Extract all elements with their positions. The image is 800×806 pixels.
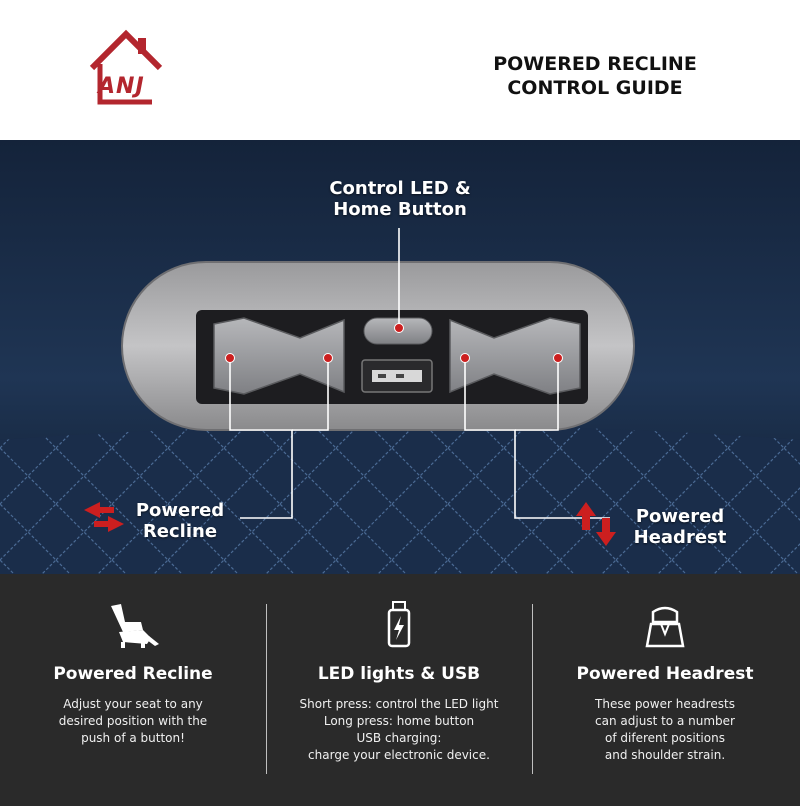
feature-led-usb: LED lights & USB Short press: control th… (266, 574, 532, 806)
callout-powered-recline: Powered Recline (135, 500, 225, 542)
feature-title: Powered Headrest (576, 664, 754, 684)
headrest-icon (645, 606, 685, 648)
feature-description: Adjust your seat to any desired position… (58, 697, 208, 745)
headrest-arrows-icon (576, 502, 616, 546)
recline-arrows-icon (84, 502, 124, 532)
house-logo-icon (89, 29, 163, 105)
header: ANJ POWERED RECLINE CONTROL GUIDE (0, 0, 800, 140)
feature-title: Powered Recline (53, 664, 213, 684)
control-panel-photo: Control LED & Home Button Powered Reclin… (0, 140, 800, 574)
callout-powered-headrest: Powered Headrest (633, 506, 727, 548)
divider (532, 604, 533, 774)
brand-logo-text: ANJ (98, 74, 145, 99)
feature-description: These power headrests can adjust to a nu… (595, 697, 735, 762)
divider (266, 604, 267, 774)
page-title: POWERED RECLINE CONTROL GUIDE (493, 53, 697, 99)
feature-title: LED lights & USB (317, 664, 481, 684)
feature-description: Short press: control the LED light Long … (299, 697, 499, 762)
feature-powered-recline: Powered Recline Adjust your seat to any … (0, 574, 266, 806)
features-section: Powered Recline Adjust your seat to any … (0, 574, 800, 806)
usb-charging-icon (387, 601, 411, 648)
callout-led-home: Control LED & Home Button (329, 178, 471, 220)
recliner-icon (111, 604, 159, 648)
feature-powered-headrest: Powered Headrest These power headrests c… (532, 574, 798, 806)
leather-background (0, 140, 800, 574)
